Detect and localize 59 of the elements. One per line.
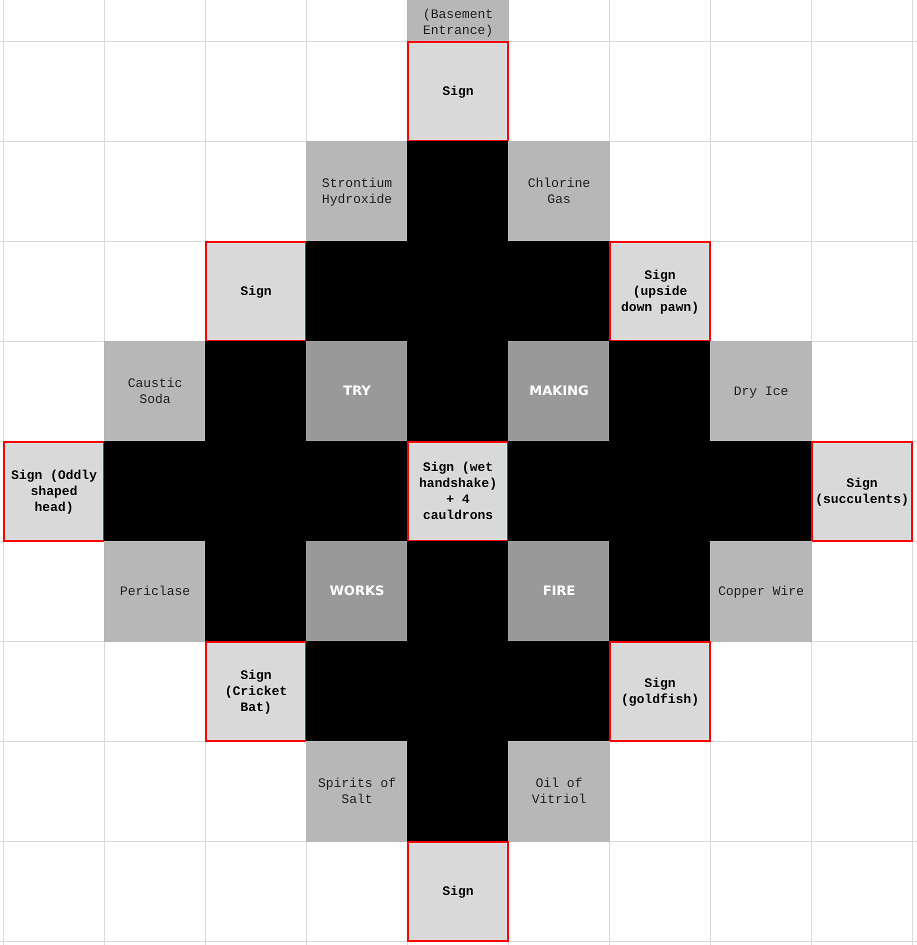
room-tile — [710, 341, 812, 442]
sign-tile — [205, 641, 307, 742]
corridor-tile — [306, 441, 408, 542]
room-tile — [104, 341, 206, 442]
tile-label: Sign (Cricket Bat) — [224, 668, 288, 716]
tile-label: Oil of Vitriol — [530, 776, 588, 808]
room-tile — [508, 741, 610, 842]
room-tile — [710, 541, 812, 642]
room-tile — [104, 541, 206, 642]
tile-label: Caustic Soda — [126, 376, 184, 408]
tile-label: Sign — [442, 884, 474, 900]
corridor-tile — [508, 241, 610, 342]
corridor-tile — [205, 541, 307, 642]
tile-label: Chlorine Gas — [526, 176, 592, 208]
tile-label: Copper Wire — [718, 584, 804, 600]
tile-label: Sign (wet handshake) + 4 cauldrons — [418, 460, 498, 524]
room-tile — [306, 741, 408, 842]
sign-tile — [205, 241, 307, 342]
tile-label: Sign (upside down pawn) — [620, 268, 700, 316]
sign-tile — [407, 841, 509, 942]
word-tile — [508, 541, 610, 642]
tile-label: Strontium Hydroxide — [320, 176, 394, 208]
tile-label: WORKS — [330, 584, 384, 600]
room-tile — [306, 141, 408, 242]
corridor-tile — [609, 341, 711, 442]
sign-tile — [3, 441, 105, 542]
room-tile — [508, 141, 610, 242]
corridor-tile — [609, 541, 711, 642]
corridor-tile — [407, 741, 509, 842]
sign-tile — [407, 41, 509, 142]
tile-label: Sign — [240, 284, 272, 300]
sign-tile — [609, 241, 711, 342]
tile-label: MAKING — [529, 384, 589, 400]
corridor-tile — [306, 641, 408, 742]
tile-label: FIRE — [542, 584, 576, 600]
corridor-tile — [508, 641, 610, 742]
corridor-tile — [508, 441, 610, 542]
corridor-tile — [407, 341, 509, 442]
tile-label: Sign — [442, 84, 474, 100]
word-tile — [306, 541, 408, 642]
tile-label: Periclase — [120, 584, 190, 600]
sign-tile — [811, 441, 913, 542]
sign-tile — [609, 641, 711, 742]
corridor-tile — [710, 441, 812, 542]
tile-label: TRY — [343, 384, 371, 400]
tile-label: Spirits of Salt — [316, 776, 397, 808]
sign-tile — [407, 441, 509, 542]
corridor-tile — [104, 441, 206, 542]
corridor-tile — [407, 541, 509, 642]
tile-label: Sign (goldfish) — [620, 676, 700, 708]
tile-label: (Basement Entrance) — [422, 7, 494, 39]
corridor-tile — [205, 341, 307, 442]
tile-label: Sign (Oddly shaped head) — [11, 468, 97, 516]
word-tile — [508, 341, 610, 442]
corridor-tile — [407, 141, 509, 242]
corridor-tile — [306, 241, 408, 342]
word-tile — [306, 341, 408, 442]
tile-label: Dry Ice — [734, 384, 788, 400]
tile-label: Sign (succulents) — [815, 476, 909, 508]
